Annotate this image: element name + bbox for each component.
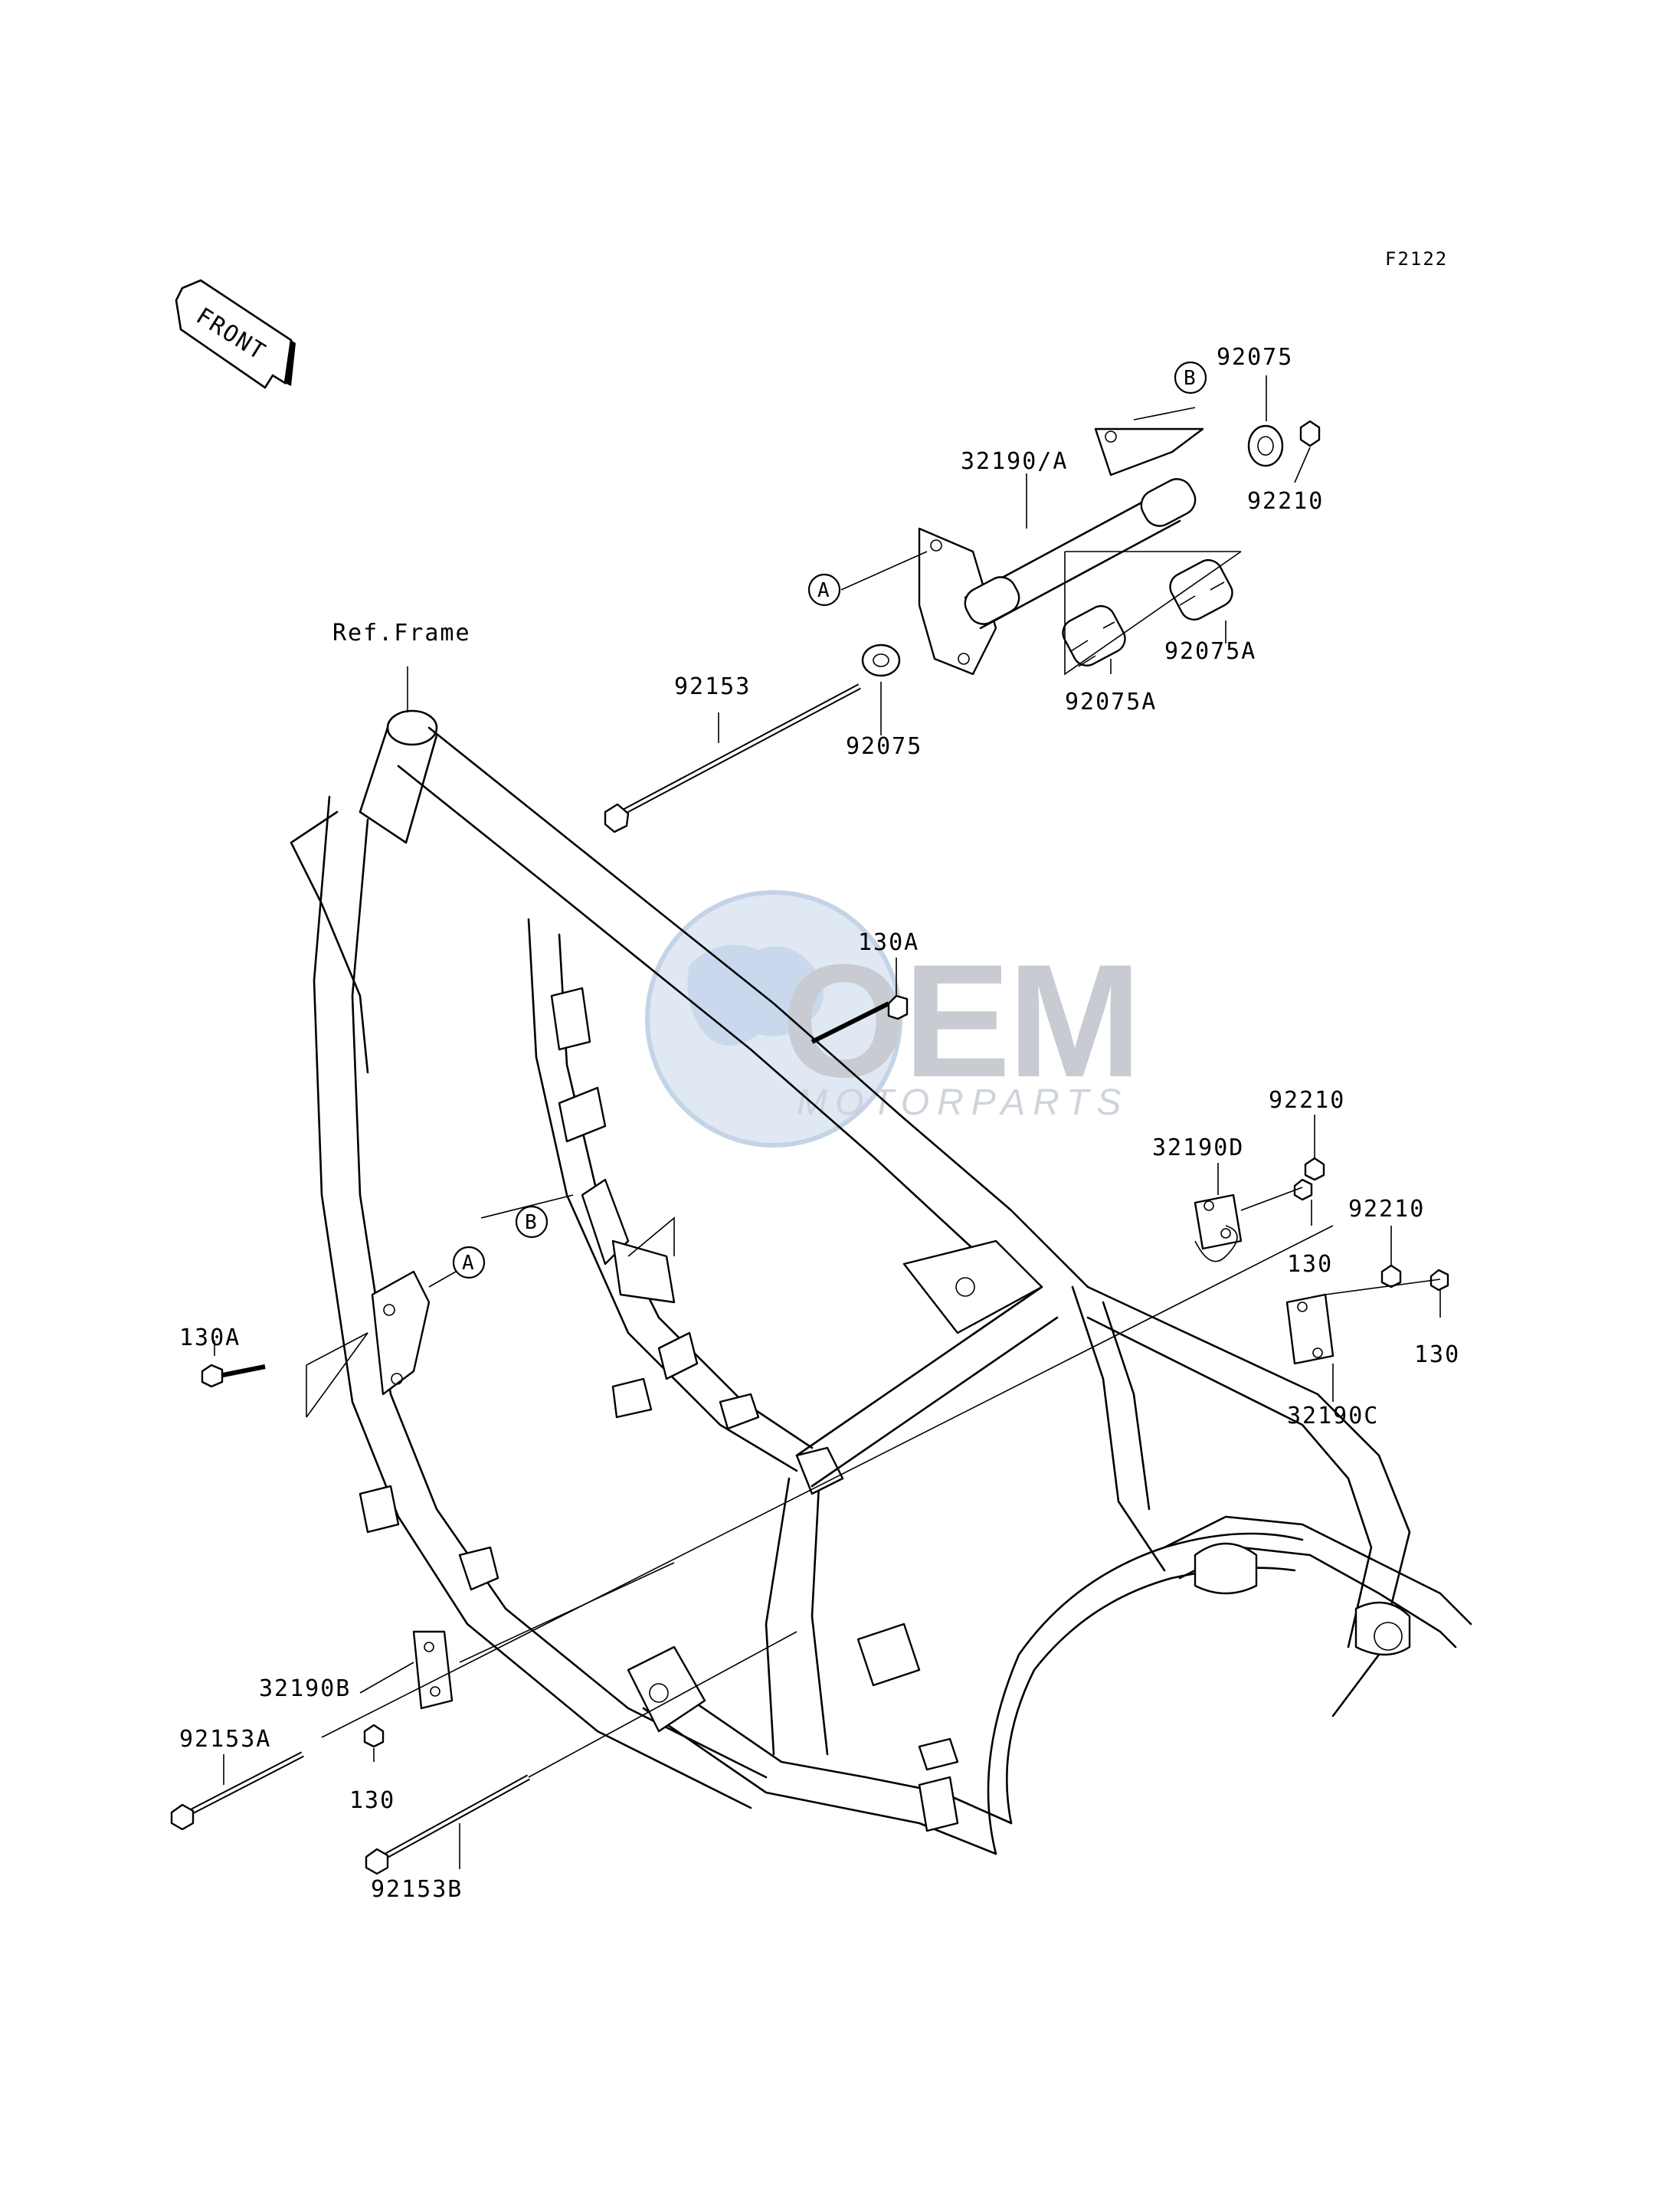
svg-text:A: A [462, 1252, 474, 1275]
label-130a-left: 130A [179, 1324, 241, 1351]
label-92210-mid2: 92210 [1348, 1196, 1425, 1223]
svg-text:B: B [525, 1211, 537, 1234]
bushing-92075-lower [861, 643, 901, 677]
watermark: OEM MOTORPARTS [645, 890, 1141, 1148]
bushing-92075-upper [1247, 424, 1284, 467]
bracket-32190a [918, 527, 997, 676]
label-ref-frame: Ref.Frame [332, 620, 471, 647]
bracket-32190c [1285, 1293, 1335, 1365]
left-lower-mounts [170, 1178, 1334, 1875]
watermark-oem-text: OEM [781, 931, 1138, 1111]
label-92075a-left: 92075A [1065, 689, 1157, 715]
sleeve-lower [964, 576, 1020, 625]
nut-92210-d [1304, 1157, 1325, 1181]
damper-92075a-left [1062, 604, 1126, 667]
front-arrow-icon: FRONT [175, 279, 296, 389]
watermark-continents-icon [687, 945, 824, 1046]
bolt-130-low [363, 1724, 385, 1748]
label-32190d: 32190D [1152, 1135, 1244, 1161]
bracket-32190d [1194, 1193, 1243, 1250]
pivot-plate [627, 1645, 706, 1733]
label-92153: 92153 [674, 673, 751, 700]
label-32190c: 32190C [1287, 1403, 1379, 1429]
frame-cross-plate [902, 1239, 1043, 1334]
bolt-92153-head [604, 803, 630, 833]
label-92210-top: 92210 [1247, 488, 1324, 515]
down-tube-outer [313, 795, 752, 1809]
label-92075-low: 92075 [846, 733, 922, 760]
bracket-upper-plate [1094, 427, 1204, 476]
damper-92075a-right [1169, 558, 1233, 621]
diagram-code: F2122 [1385, 248, 1448, 270]
right-mount-brackets [1194, 1157, 1449, 1365]
label-130a-mid: 130A [858, 929, 919, 956]
upper-engine-mount [604, 420, 1321, 1044]
label-92210-mid1: 92210 [1269, 1087, 1345, 1114]
svg-text:A: A [817, 579, 830, 602]
down-tube-inner [351, 818, 768, 1779]
sleeve-upper [1140, 478, 1197, 527]
top-tube [427, 726, 1089, 1288]
callout-b-mid: B [515, 1205, 549, 1239]
label-32190a: 32190/A [961, 448, 1068, 475]
svg-text:B: B [1184, 367, 1196, 390]
label-32190b: 32190B [259, 1675, 351, 1702]
bolt-130a-left [218, 1364, 266, 1378]
watermark-motorparts-text: MOTORPARTS [797, 1082, 1128, 1123]
label-92075a-right: 92075A [1164, 638, 1256, 665]
label-92153b: 92153B [371, 1876, 463, 1903]
bracket-32190b [412, 1630, 454, 1710]
callout-b-top: B [1174, 361, 1207, 395]
left-mount-plate [371, 1270, 431, 1396]
nut-92210-upper [1299, 420, 1321, 447]
bolt-130-d [1293, 1178, 1313, 1201]
label-92153a: 92153A [179, 1726, 271, 1753]
motorcycle-frame [290, 709, 1472, 1855]
callout-a-mid: A [452, 1246, 486, 1279]
label-92075-top: 92075 [1217, 344, 1293, 371]
label-130-mid2: 130 [1414, 1341, 1460, 1368]
label-130-mid1: 130 [1287, 1251, 1333, 1278]
bolt-130-c [1429, 1269, 1449, 1292]
nut-92210-c [1380, 1264, 1402, 1288]
callout-a-top: A [807, 573, 841, 607]
label-130-low: 130 [349, 1787, 395, 1814]
